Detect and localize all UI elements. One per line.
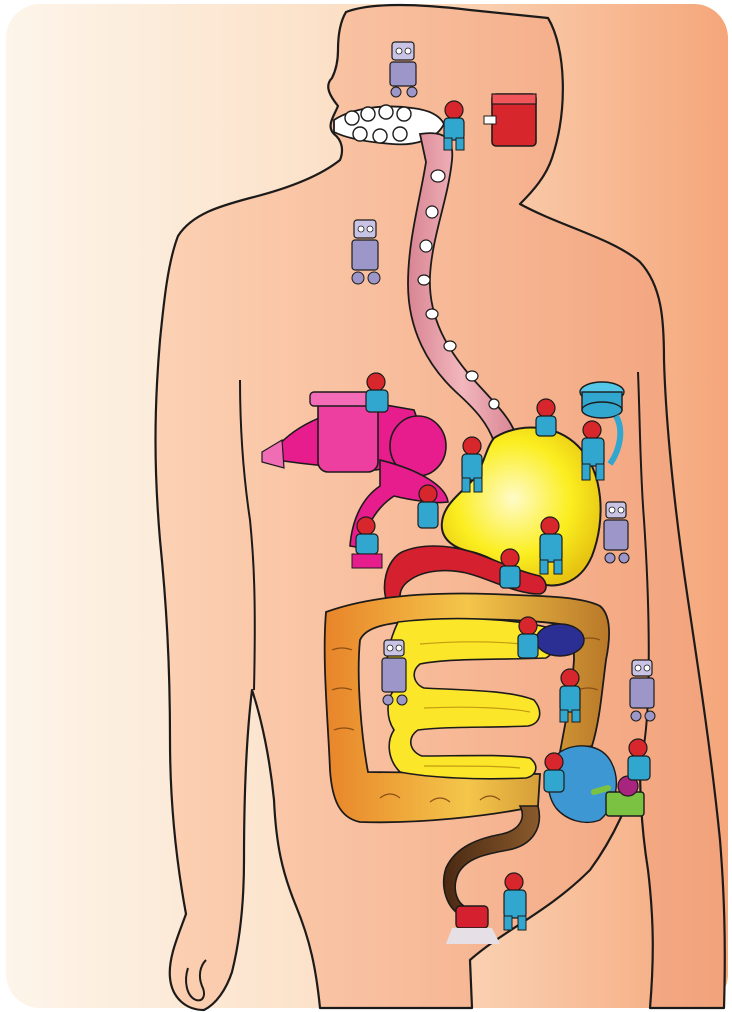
worker-icon <box>518 617 538 658</box>
salivary-gland-icon <box>484 94 536 146</box>
worker-icon <box>366 373 388 412</box>
exit-shadow <box>446 928 500 944</box>
anus-valve <box>456 906 488 928</box>
worker-icon <box>544 753 564 792</box>
worker-icon <box>536 399 556 436</box>
worker-icon <box>500 549 520 588</box>
worker-icon <box>418 485 438 528</box>
worker-icon <box>628 739 650 780</box>
gallbladder-icon <box>536 624 584 656</box>
